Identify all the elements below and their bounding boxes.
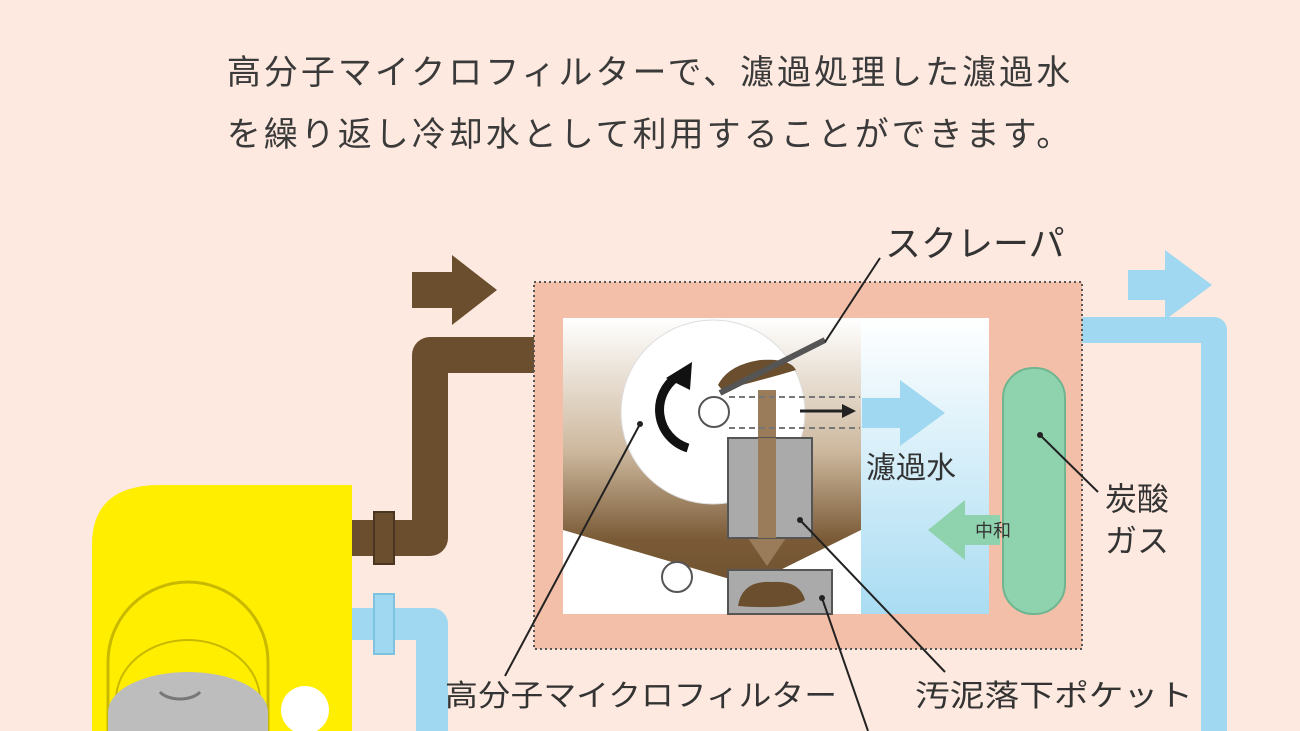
- outflow-arrow: [1128, 250, 1212, 320]
- dirty-water-pipe: [285, 337, 565, 556]
- rotation-arrow: [655, 372, 690, 453]
- dirty-pipe-coupling: [373, 511, 395, 565]
- gas-leader-dot: [1037, 432, 1043, 438]
- filter-element-core: [758, 438, 776, 538]
- filtered-water-arrow: [862, 380, 945, 446]
- scraper-leader: [824, 257, 881, 343]
- caption: 高分子マイクロフィルターで、濾過処理した濾過水 を繰り返し冷却水として利用するこ…: [0, 42, 1300, 166]
- filter-leader: [504, 423, 641, 677]
- clean-pipe-coupling: [373, 593, 395, 655]
- inflow-arrow: [412, 255, 497, 325]
- machine: [92, 485, 352, 731]
- pocket-leader-2: [821, 597, 869, 731]
- caption-line-1: 高分子マイクロフィルターで、濾過処理した濾過水: [226, 53, 1074, 93]
- neutralize-arrow: [928, 500, 1000, 560]
- sludge-lump: [738, 581, 805, 608]
- carbonic-gas-tank: [1002, 367, 1066, 615]
- neutralize-label: 中和: [975, 521, 1011, 542]
- pocket-leader-dot: [797, 517, 803, 523]
- pocket-leader-2-dot: [819, 595, 825, 601]
- carbonic-gas-label-1: 炭酸: [1105, 480, 1169, 518]
- caption-line-2: を繰り返し冷却水として利用することができます。: [226, 115, 1074, 155]
- rotation-arrowhead: [666, 362, 692, 390]
- scraper-blade: [718, 337, 827, 396]
- sludge-pocket-label: 汚泥落下ポケット: [915, 679, 1193, 714]
- gas-leader: [1039, 434, 1099, 493]
- flow-arrow-head: [842, 404, 856, 418]
- clean-chamber: [861, 318, 989, 614]
- scraper-label: スクレーパ: [885, 224, 1065, 265]
- drum-axle: [698, 396, 730, 428]
- lower-roller: [661, 561, 693, 593]
- filtered-water-label: 濾過水: [866, 451, 956, 486]
- carbonic-gas-label-2: ガス: [1105, 522, 1169, 560]
- filter-leader-dot: [637, 421, 643, 427]
- micro-filter-label: 高分子マイクロフィルター: [445, 679, 837, 714]
- pocket-leader: [799, 519, 946, 673]
- sludge-drop-head: [748, 538, 786, 566]
